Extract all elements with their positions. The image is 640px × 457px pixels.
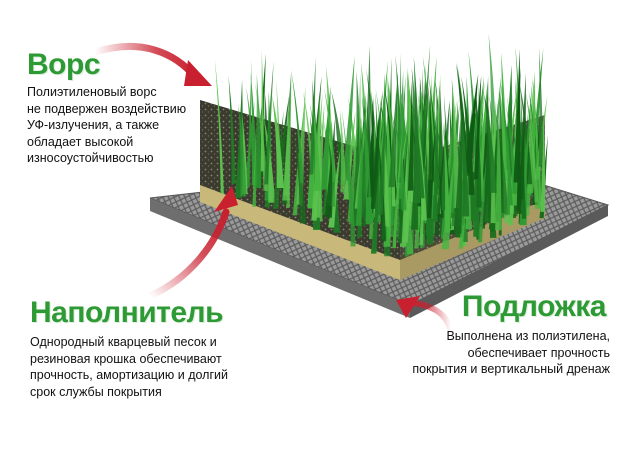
grass-blade	[442, 121, 451, 233]
grass-blade	[260, 50, 264, 172]
grass-blade	[432, 131, 438, 223]
grass-blade	[331, 118, 336, 207]
grass-blade	[454, 108, 463, 234]
grass-blade	[518, 80, 533, 185]
grass-blade	[526, 96, 539, 203]
grass-blade	[426, 84, 432, 219]
grass-blade	[244, 100, 255, 184]
grass-blade	[392, 118, 404, 249]
grass-blade	[473, 74, 482, 180]
callout-text-podlozhka: Выполнена из полиэтилена, обеспечивает п…	[402, 328, 610, 378]
desc-line: резиновая крошка обеспечивают	[30, 351, 222, 366]
callout-text-vors: Полиэтиленовый ворс не подвержен воздейс…	[27, 84, 186, 167]
grass-blade	[407, 80, 414, 191]
desc-line: Полиэтиленовый ворс	[27, 85, 157, 99]
grass-blade	[538, 47, 544, 167]
grass-blade	[383, 132, 392, 247]
arrow-vors	[91, 42, 212, 86]
arrow-napolnitel	[146, 186, 238, 300]
grass-blade	[293, 132, 307, 224]
grass-blade	[254, 73, 262, 189]
grass-blade	[483, 91, 497, 193]
grass-blade	[347, 144, 356, 247]
grass-blade	[455, 62, 469, 176]
grass-blade	[513, 48, 521, 183]
arrow-podlozhka	[396, 296, 454, 335]
grass-blade	[367, 136, 372, 225]
callout-napolnitel: Наполнитель Однородный кварцевый песок и…	[30, 296, 228, 400]
desc-line: срок службы покрытия	[30, 384, 162, 399]
grass-blade	[383, 143, 390, 227]
grass-blade	[399, 97, 412, 193]
callout-title-podlozhka: Подложка	[461, 290, 607, 323]
desc-line: не подвержен воздействию	[27, 101, 187, 116]
callout-title-napolnitel: Наполнитель	[30, 296, 224, 329]
grass-blade	[309, 56, 316, 175]
grass-blade	[503, 64, 512, 170]
grass-blade	[292, 99, 305, 216]
grass-blade	[291, 71, 304, 184]
grass-blade	[464, 73, 479, 173]
callout-text-napolnitel: Однородный кварцевый песок и резиновая к…	[30, 334, 228, 400]
desc-line: Однородный кварцевый песок и	[30, 335, 217, 349]
grass-blade	[495, 100, 502, 231]
grass-blade	[238, 104, 247, 197]
grass-blade	[214, 59, 224, 194]
grass-blade	[377, 105, 386, 215]
grass-blade	[341, 108, 353, 224]
grass-blade	[339, 109, 347, 193]
grass-blade	[477, 144, 488, 243]
grass-blade	[540, 112, 546, 212]
grass-blade	[282, 99, 290, 201]
grass-blade	[413, 56, 421, 187]
grass-blades	[214, 33, 548, 257]
callout-podlozhka: Подложка Выполнена из полиэтилена, обесп…	[402, 290, 610, 378]
desc-line: Выполнена из полиэтилена,	[446, 329, 610, 343]
grass-blade	[370, 161, 380, 254]
desc-line: прочность, амортизацию и долгий	[30, 368, 228, 382]
grass-blade	[356, 143, 365, 238]
grass-blade	[264, 61, 274, 185]
grass-blade	[355, 122, 364, 226]
grass-blade	[370, 113, 379, 209]
callout-vors: Ворс Полиэтиленовый ворс не подвержен во…	[27, 48, 186, 167]
desc-line: покрытия и вертикальный дренаж	[412, 362, 610, 376]
grass-blade	[281, 70, 292, 205]
grass-blade	[517, 115, 525, 200]
grass-blade	[435, 83, 439, 195]
grass-blade	[434, 116, 448, 237]
grass-blade	[388, 71, 398, 188]
desc-line: износоустойчивостью	[27, 151, 154, 165]
grass-blade	[228, 75, 236, 184]
grass-blade	[285, 73, 292, 208]
callout-title-vors: Ворс	[27, 48, 101, 81]
desc-line: обеспечивает прочность	[467, 345, 610, 360]
grass-blade	[296, 85, 306, 205]
desc-line: обладает высокой	[27, 134, 134, 149]
grass-blade	[271, 95, 284, 188]
grass-blade	[319, 86, 331, 190]
grass-blade	[534, 117, 541, 209]
grass-blade	[499, 78, 513, 206]
grass-blade	[419, 162, 425, 246]
desc-line: УФ-излучения, а также	[27, 118, 160, 132]
grass-blade	[312, 105, 321, 191]
grass-blade	[342, 55, 355, 181]
grass-blade	[460, 112, 470, 217]
